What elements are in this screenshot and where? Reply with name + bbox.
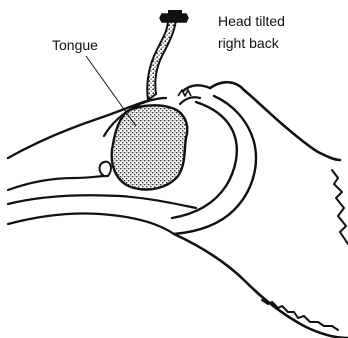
pharynx-wall-middle [8,195,196,208]
face-profile-outline [210,82,340,160]
neck-shadow [262,300,338,330]
upper-lip [182,85,210,92]
airway-tube-connector [160,14,188,22]
airway-tube-body [147,20,176,100]
head-tilt-label-line1: Head tilted [218,13,285,29]
tongue-label: Tongue [52,37,98,53]
neck-outline [174,234,348,338]
airway-tube-flange [168,10,182,14]
right-side-shadow [332,170,348,244]
tongue-shape [112,105,188,189]
pharynx-wall-upper [8,176,106,190]
tongue-leader-line [86,56,136,126]
pharynx-wall-lower [8,213,174,234]
head-tilt-label-line2: right back [218,35,280,51]
jaw-outer-curve [174,96,256,234]
epiglottis [100,162,111,176]
